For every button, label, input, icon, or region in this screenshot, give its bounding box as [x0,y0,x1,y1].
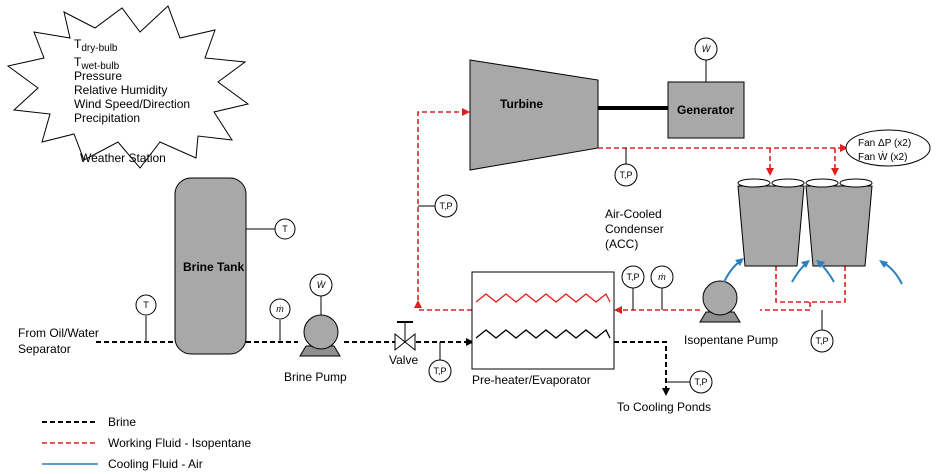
acc-label-line3: (ACC) [605,237,638,251]
generator-label: Generator [677,103,735,117]
pressure-label: Pressure [74,69,122,83]
t-dry-sub: dry-bulb [81,43,118,54]
condenser-unit-2 [805,185,873,267]
t-wet-label: T [74,55,82,69]
svg-text:T,P: T,P [433,366,446,376]
t-wet-sub: wet-bulb [80,61,119,72]
turbine-assembly: Turbine Generator Ẇ [469,37,745,171]
weather-starburst-shape [6,5,250,169]
legend-brine-label: Brine [108,415,136,429]
acc-label-line2: Condenser [605,222,664,236]
working-fluid-coil [475,292,611,303]
brine-after-valve-tp-sensor [428,359,452,383]
inlet-label-line1: From Oil/Water [18,326,99,340]
isopentane-pump: Isopentane Pump [684,280,778,347]
preheater-label: Pre-heater/Evaporator [472,373,591,387]
svg-text:T,P: T,P [619,170,632,180]
weather-station-title: Weather Station [80,151,166,165]
brine-coil [475,328,611,339]
inlet-temperature-sensor [135,294,157,316]
brine-pump-power-sensor [309,273,333,297]
turbine-shape [469,59,599,171]
svg-text:ṁ: ṁ [658,272,666,282]
generator-power-sensor [694,37,718,61]
acc-label-line1: Air-Cooled [605,207,662,221]
svg-text:Twet-bulb: Twet-bulb [74,55,120,72]
fan-power-label: Fan Ẇ (x2) [858,150,907,163]
svg-text:Ẇ: Ẇ [317,280,327,290]
legend-cooling-air-label: Cooling Fluid - Air [108,457,203,471]
precipitation-label: Precipitation [74,111,140,125]
cooling-air-arrows [723,258,903,285]
working-fluid-flow-sensor [650,265,674,289]
svg-text:T: T [143,300,149,310]
working-fluid-lines [414,108,848,314]
sensors: T ṁ T,P T,P T,P T,P ṁ T,P T,P [135,148,834,394]
wind-label: Wind Speed/Direction [74,97,190,111]
generator-power-label: Ẇ [702,44,712,54]
svg-text:Tdry-bulb: Tdry-bulb [74,37,118,54]
valve: Valve [389,321,418,367]
svg-text:T,P: T,P [815,336,828,346]
turbine-label: Turbine [500,97,543,111]
condenser-unit-1 [737,185,805,267]
brine-lines [96,338,670,396]
isopentane-pump-label: Isopentane Pump [684,333,778,347]
tank-temperature-sensor [274,218,296,240]
brine-pump-shape [303,314,339,350]
turbine-inlet-tp-sensor [434,194,458,218]
legend-working-fluid-label: Working Fluid - Isopentane [108,436,252,450]
fan-measurements: Fan ΔP (x2) Fan Ẇ (x2) [845,129,931,167]
generator-shape [667,81,745,139]
svg-text:T,P: T,P [694,377,707,387]
preheater-evaporator: Pre-heater/Evaporator [471,271,615,387]
brine-tank: Brine Tank T [174,177,296,355]
brine-pump: Ẇ Brine Pump [284,273,347,384]
valve-label: Valve [389,353,418,367]
brine-tank-label: Brine Tank [183,260,244,274]
fan-dp-label: Fan ΔP (x2) [858,138,911,149]
working-fluid-tp-sensor [621,265,645,289]
svg-text:T: T [282,224,288,234]
fan-measurement-bubble [845,129,931,167]
humidity-label: Relative Humidity [74,83,167,97]
weather-station: Tdry-bulb Twet-bulb Pressure Relative Hu… [6,5,250,169]
inlet-label-line2: Separator [18,342,71,356]
air-cooled-condenser: Air-Cooled Condenser (ACC) [605,178,873,267]
isopentane-pump-shape [702,280,738,316]
legend: Brine Working Fluid - Isopentane Cooling… [42,415,252,471]
svg-text:T,P: T,P [439,201,452,211]
condenser-outlet-tp-sensor [810,329,834,353]
brine-pump-label: Brine Pump [284,370,347,384]
preheater-shape [471,271,615,370]
turbine-outlet-tp-sensor [614,163,638,187]
svg-text:ṁ: ṁ [276,304,284,314]
t-dry-label: T [74,37,82,51]
cooling-ponds-label: To Cooling Ponds [617,400,711,414]
brine-flow-sensor [269,298,291,320]
brine-outlet-tp-sensor [689,370,713,394]
brine-tank-shape [174,177,247,355]
svg-text:T,P: T,P [626,272,639,282]
